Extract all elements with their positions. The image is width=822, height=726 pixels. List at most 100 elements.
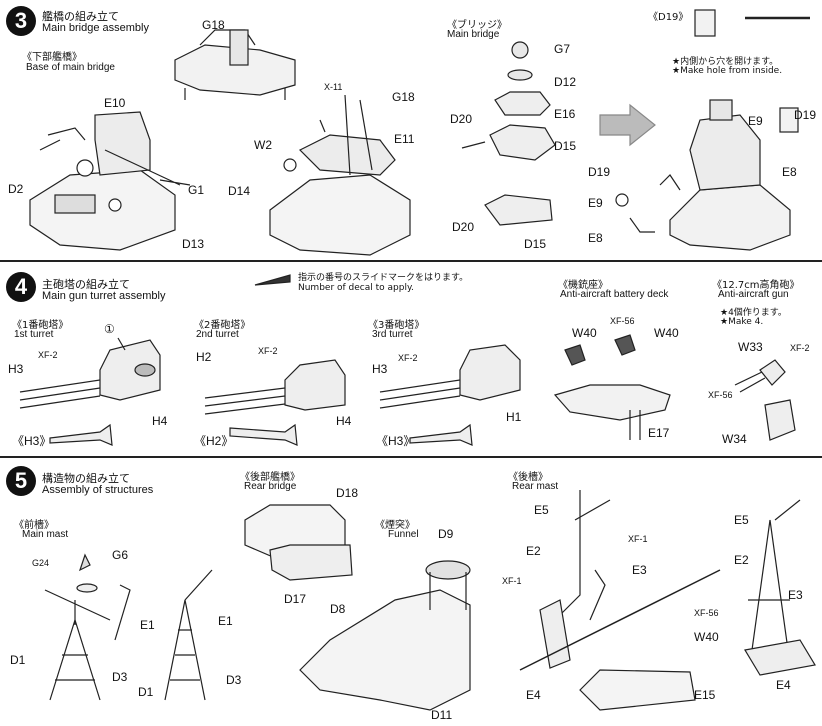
subassembly-title-en: Main mast (22, 529, 69, 540)
part-label: D8 (330, 602, 346, 616)
part-label: G6 (112, 548, 129, 562)
part-label: W33 (738, 340, 763, 354)
subassembly-title-en: Base of main bridge (26, 62, 115, 73)
part-label: E4 (526, 688, 541, 702)
subassembly-title-jp: 《後部艦橋》 (240, 472, 300, 483)
part-label: D18 (336, 486, 359, 500)
instruction-note-en: ★Make 4. (720, 317, 764, 327)
decal-number-marker: ① (104, 322, 115, 336)
part-label: E5 (534, 503, 549, 517)
part-label: G18 (202, 18, 225, 32)
part-label: D1 (138, 685, 154, 699)
part-label: W34 (722, 432, 747, 446)
part-label: H2 (196, 350, 212, 364)
part-label: D14 (228, 184, 251, 198)
part-label: D15 (554, 139, 577, 153)
part-label: E9 (588, 196, 603, 210)
subassembly-title-jp: 《前檣》 (14, 520, 54, 531)
paint-label: XF-2 (38, 350, 58, 360)
subassembly-title-jp: 《2番砲塔》 (194, 320, 251, 331)
part-label: E2 (734, 553, 749, 567)
subassembly-title-jp: 《ブリッジ》 (447, 20, 507, 31)
part-label: E17 (648, 426, 670, 440)
part-label: G18 (392, 90, 415, 104)
paint-label: XF-1 (628, 534, 648, 544)
part-label: D20 (452, 220, 475, 234)
part-detail-label: 《H2》 (194, 434, 234, 448)
subassembly-title-en: Anti-aircraft gun (718, 289, 789, 300)
subassembly-title-jp: 《12.7cm高角砲》 (712, 280, 800, 291)
part-label: E8 (782, 165, 797, 179)
subassembly-title-en: Rear bridge (244, 481, 297, 492)
part-label: G7 (554, 42, 571, 56)
detail-box-title: 《D19》 (648, 12, 689, 23)
subassembly-title-en: Anti-aircraft battery deck (560, 289, 669, 300)
subassembly-title-jp: 《1番砲塔》 (12, 320, 69, 331)
subassembly-title-en: 3rd turret (372, 329, 413, 340)
part-detail-label: 《H3》 (376, 434, 416, 448)
paint-label: XF-56 (694, 608, 719, 618)
subassembly-title-en: Funnel (388, 529, 419, 540)
subassembly-title-en: 2nd turret (196, 329, 239, 340)
step-title-en: Assembly of structures (42, 484, 154, 496)
part-label: E15 (694, 688, 716, 702)
part-label: E11 (394, 132, 415, 146)
subassembly-title-en: Main bridge (447, 29, 500, 40)
step-title-jp: 構造物の組み立て (42, 472, 130, 485)
paint-label: XF-56 (610, 316, 635, 326)
step-title-jp: 主砲塔の組み立て (42, 278, 130, 291)
paint-label: XF-2 (398, 353, 418, 363)
paint-label: XF-2 (258, 346, 278, 356)
subassembly-title-jp: 《後檣》 (508, 472, 548, 483)
step-title-en: Main gun turret assembly (42, 290, 166, 302)
step-title-jp: 艦橋の組み立て (42, 10, 119, 23)
part-label: W2 (254, 138, 272, 152)
part-label: D12 (554, 75, 577, 89)
section-divider (0, 260, 822, 262)
part-label: X-11 (324, 82, 343, 92)
instruction-note-en: ★Make hole from inside. (672, 66, 783, 76)
step-number: 5 (6, 466, 36, 496)
decal-note-jp: 指示の番号のスライドマークをはります。 (298, 273, 469, 283)
part-label: D1 (10, 653, 26, 667)
part-label: E3 (632, 563, 647, 577)
part-label: D20 (450, 112, 473, 126)
step-number: 4 (6, 272, 36, 302)
part-label: H3 (8, 362, 24, 376)
part-detail-label: 《H3》 (12, 434, 52, 448)
part-label: E16 (554, 107, 576, 121)
part-label: D13 (182, 237, 205, 251)
section-divider (0, 456, 822, 458)
subassembly-title-en: 1st turret (14, 329, 54, 340)
part-label: H3 (372, 362, 388, 376)
part-label: E2 (526, 544, 541, 558)
part-label: E5 (734, 513, 749, 527)
paint-label: XF-2 (790, 343, 810, 353)
subassembly-title-en: Rear mast (512, 481, 559, 492)
part-label: D2 (8, 182, 24, 196)
part-label: D15 (524, 237, 547, 251)
step-number: 3 (6, 6, 36, 36)
part-label: E1 (140, 618, 155, 632)
subassembly-title-jp: 《煙突》 (375, 520, 415, 531)
step-title-en: Main bridge assembly (42, 22, 149, 34)
part-label: W40 (572, 326, 597, 340)
part-label: E9 (748, 114, 763, 128)
part-label: H4 (336, 414, 352, 428)
subassembly-title-jp: 《下部艦橋》 (22, 52, 82, 63)
subassembly-title-jp: 《機銃座》 (558, 280, 608, 291)
paint-label: XF-56 (708, 390, 733, 400)
instruction-note-jp: ★内側から穴を開けます。 (672, 57, 779, 67)
part-label: E4 (776, 678, 791, 692)
instruction-note-jp: ★4個作ります。 (720, 308, 787, 318)
part-label: E8 (588, 231, 603, 245)
part-label: D3 (112, 670, 128, 684)
part-label: H4 (152, 414, 168, 428)
part-label: E10 (104, 96, 126, 110)
part-label: H1 (506, 410, 522, 424)
part-label: G1 (188, 183, 205, 197)
part-label: E1 (218, 614, 233, 628)
part-label: D19 (794, 108, 817, 122)
